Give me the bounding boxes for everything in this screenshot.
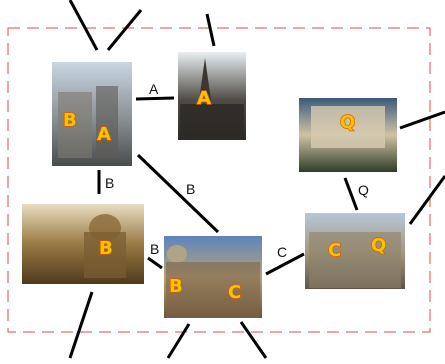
node-tag: Q — [340, 112, 355, 133]
edge-out — [106, 9, 143, 51]
edge-label: B — [150, 241, 159, 257]
edge-n1-n5 — [136, 153, 220, 234]
edge-n4-n5 — [147, 256, 163, 270]
edge-out — [408, 175, 445, 225]
edge-n5-n6 — [265, 252, 305, 276]
edge-label: B — [105, 175, 114, 191]
edge-label: A — [149, 81, 159, 97]
photo-detail — [84, 232, 126, 278]
edge-out — [68, 0, 99, 51]
edge-n3-n6 — [343, 177, 359, 211]
node-tag: B — [99, 238, 113, 259]
node-photo: B A — [52, 62, 132, 166]
photo-detail — [309, 232, 401, 288]
edge-out — [166, 323, 191, 359]
node-tag: B — [63, 110, 77, 131]
node-photo: A — [178, 52, 246, 140]
node-photo: B — [22, 204, 144, 284]
edge-label: Q — [358, 182, 369, 198]
edges — [68, 0, 445, 359]
node-tag: A — [97, 124, 111, 145]
edge-label: B — [186, 181, 195, 197]
photo-detail — [311, 106, 385, 148]
photo-detail — [167, 245, 187, 263]
edge-n1-n2 — [135, 96, 175, 101]
photo-detail — [96, 86, 118, 158]
node-tag: Q — [371, 235, 386, 256]
edge-label: C — [277, 244, 287, 260]
photo-detail — [199, 58, 211, 100]
edge-out — [399, 110, 445, 130]
node-photo: Q — [299, 98, 397, 172]
node-tag: B — [169, 276, 183, 297]
dashed-boundary — [7, 27, 431, 333]
edge-out — [205, 13, 216, 47]
edge-out — [68, 291, 94, 359]
photo-detail — [166, 262, 260, 318]
photo-detail — [58, 92, 92, 158]
photo-detail — [180, 104, 244, 140]
node-photo: B C — [164, 236, 262, 318]
node-tag: C — [328, 240, 341, 261]
node-tag: C — [228, 282, 241, 303]
edge-out — [239, 321, 268, 359]
node-photo: C Q — [305, 213, 405, 289]
node-tag: A — [197, 88, 211, 109]
